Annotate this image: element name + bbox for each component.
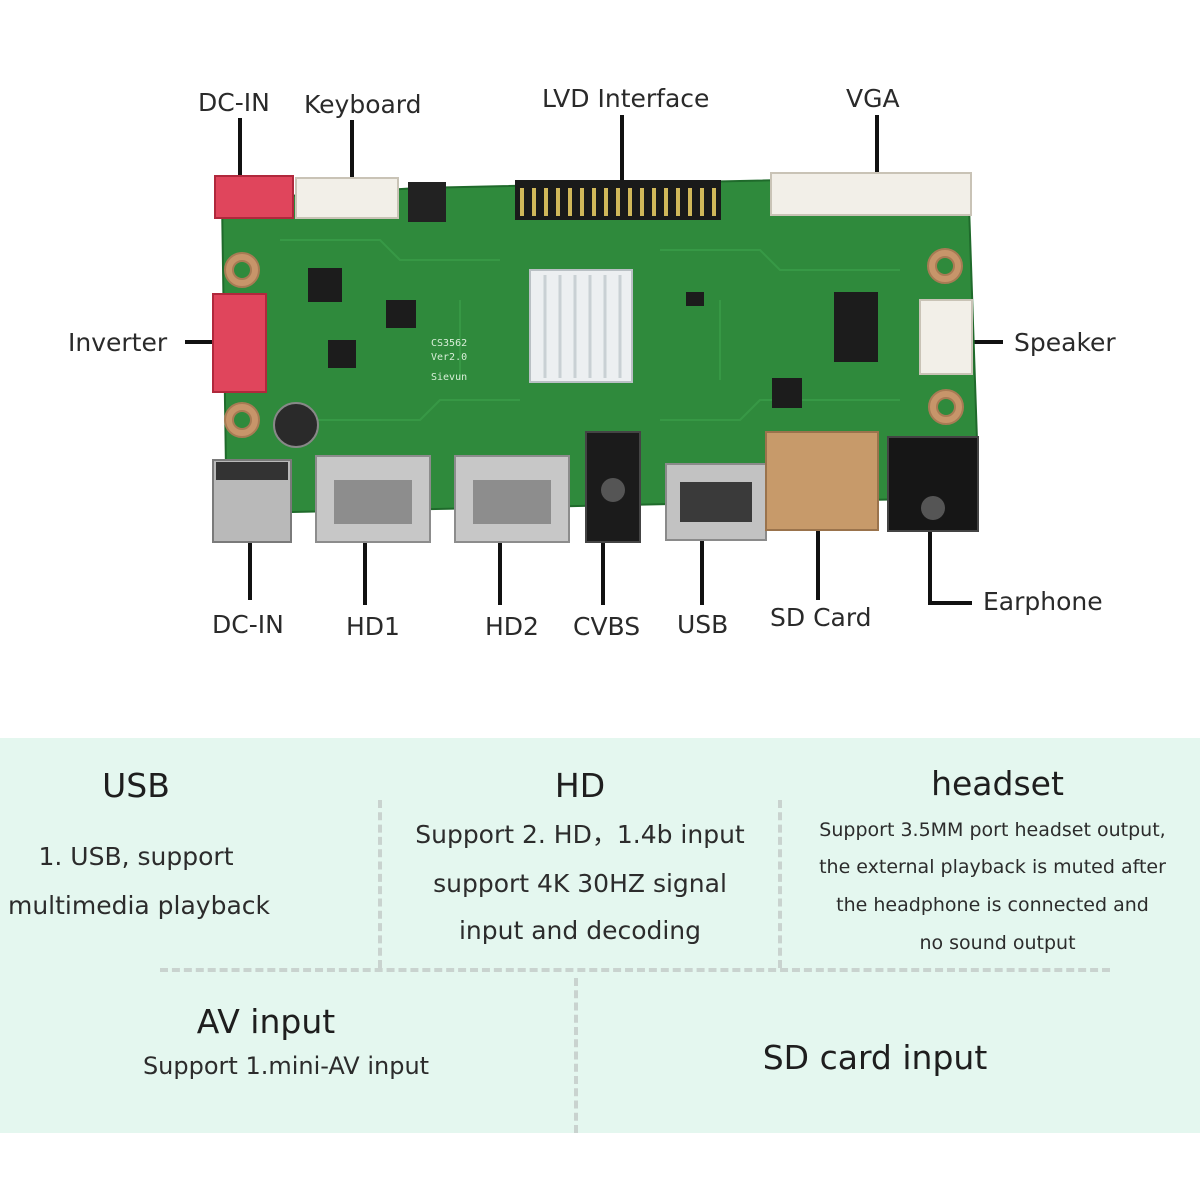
heatsink [529,269,633,383]
headset-line-2: the external playback is muted after [819,856,1166,878]
label-keyboard: Keyboard [304,90,422,119]
label-hd2: HD2 [485,612,539,641]
sd-card-slot [765,431,879,531]
label-usb: USB [677,610,729,639]
inverter-connector [212,293,267,393]
board-diagram: CS3562 Ver2.0 Sievun DC-IN Keyboard LVD … [68,84,1116,641]
hd-line-3: input and decoding [458,916,702,945]
divider-vertical-2 [778,800,782,968]
dc-in-top-connector [214,175,294,219]
leader-lines [185,115,1003,605]
headset-line-3: the headphone is connected and [836,894,1149,916]
divider-vertical-3 [574,978,578,1133]
label-speaker: Speaker [1014,328,1116,357]
headset-title: headset [931,764,1064,803]
usb-line-2: multimedia playback [7,891,271,920]
divider-vertical-1 [378,800,382,968]
av-input-line-1: Support 1.mini-AV input [142,1052,430,1080]
pcb-illustration: CS3562 Ver2.0 Sievun [185,115,1003,605]
usb-title: USB [102,766,170,805]
av-input-title: AV input [196,1002,336,1041]
label-vga: VGA [846,84,900,113]
hd-title: HD [554,766,606,805]
hd-line-1: Support 2. HD，1.4b input [415,820,745,849]
keyboard-connector [295,177,399,219]
silk-maker: Sievun [431,372,467,383]
label-dc-in-top: DC-IN [198,88,270,117]
label-cvbs: CVBS [573,612,641,641]
headset-line-1: Support 3.5MM port headset output, [819,819,1166,841]
hd-line-2: support 4K 30HZ signal [433,869,727,898]
label-lvd-interface: LVD Interface [542,84,710,113]
label-earphone: Earphone [983,587,1103,616]
label-sd-card: SD Card [770,603,872,632]
divider-horizontal [160,968,1110,972]
speaker-connector [919,299,973,375]
silk-version: Ver2.0 [431,352,467,363]
headset-line-4: no sound output [919,932,1076,954]
silk-model: CS3562 [431,338,467,349]
vga-connector [770,172,972,216]
features-panel: USB 1. USB, support multimedia playback … [0,738,1200,1133]
sd-card-input-title: SD card input [762,1038,988,1077]
label-dc-in-bottom: DC-IN [212,610,284,639]
label-inverter: Inverter [68,328,168,357]
earphone-jack [887,436,979,532]
label-hd1: HD1 [346,612,400,641]
usb-line-1: 1. USB, support [38,842,234,871]
